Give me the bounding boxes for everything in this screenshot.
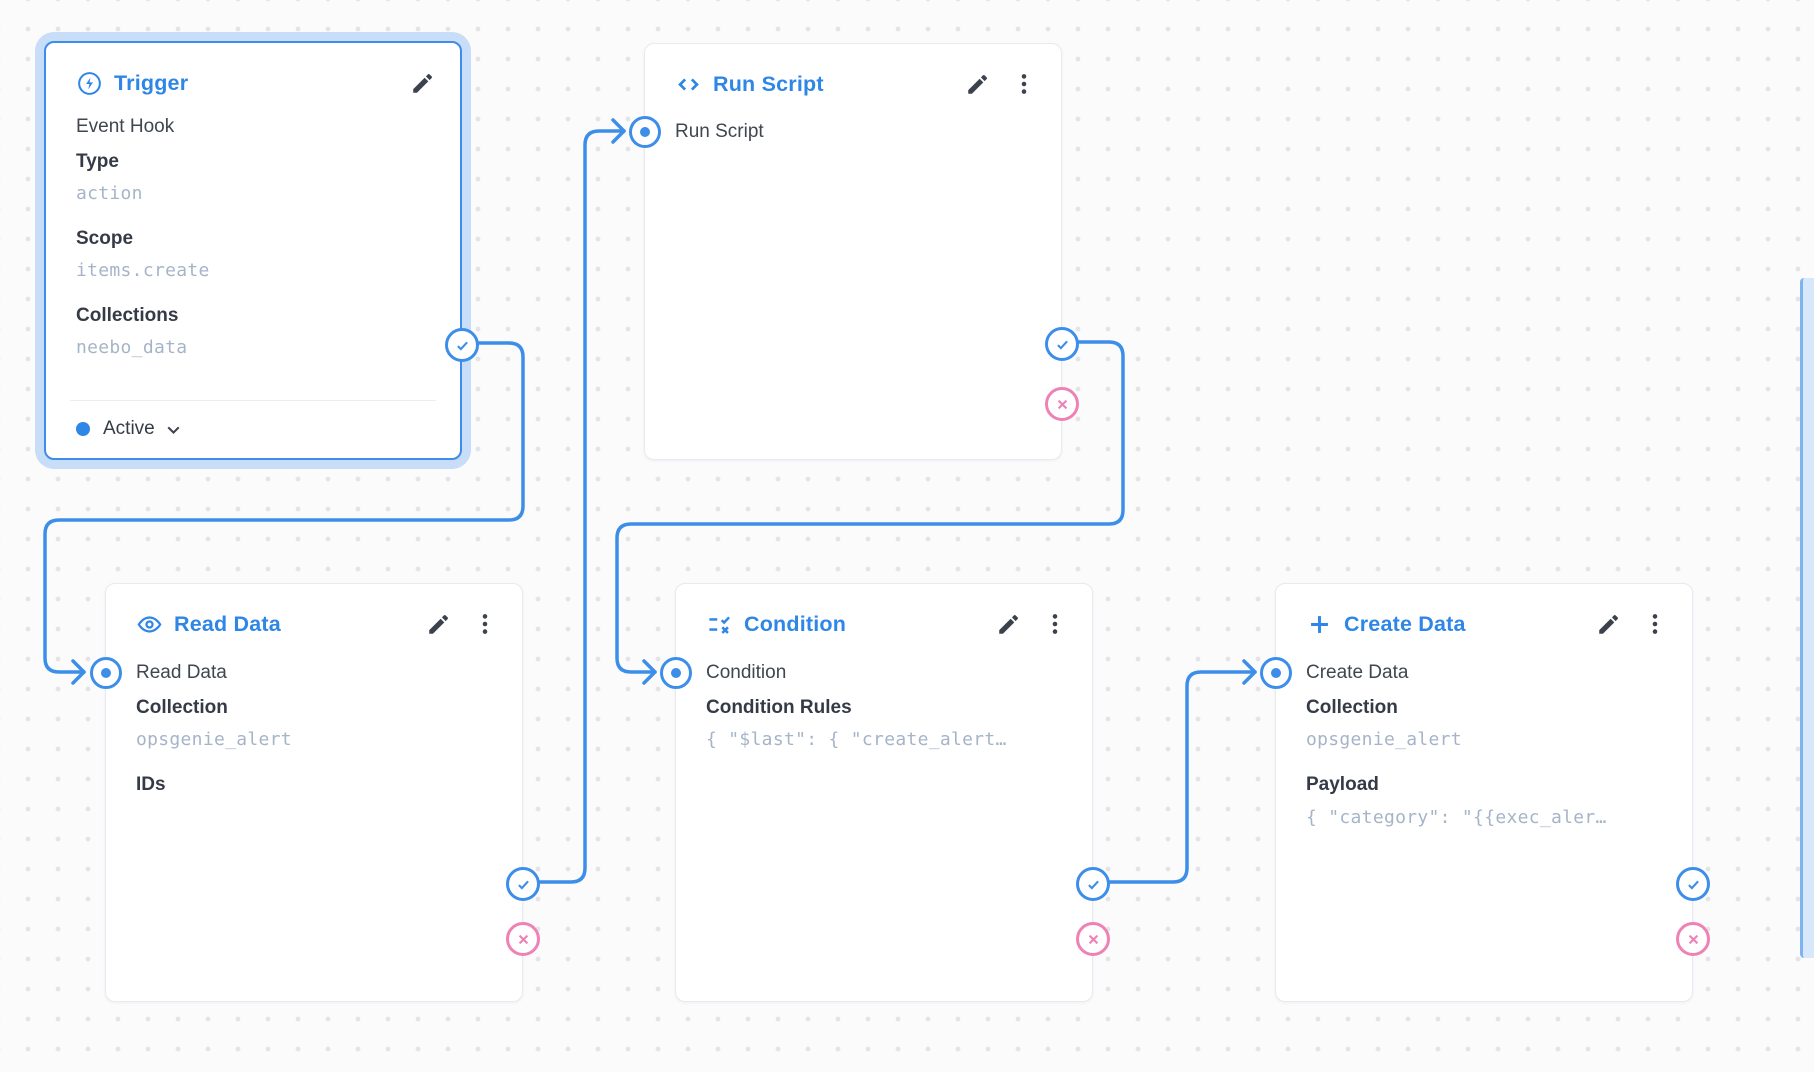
field-value: opsgenie_alert xyxy=(136,729,292,750)
plus-icon xyxy=(1306,611,1333,638)
edit-icon[interactable] xyxy=(410,70,436,96)
edit-icon[interactable] xyxy=(996,611,1022,637)
status-dot-icon xyxy=(76,422,90,436)
more-vertical-icon[interactable] xyxy=(1011,71,1037,97)
more-vertical-icon[interactable] xyxy=(1642,611,1668,637)
node-run-script-header: Run Script xyxy=(675,70,1037,98)
field-value: { "$last": { "create_alert… xyxy=(706,729,1007,750)
input-anchor[interactable] xyxy=(1260,657,1292,689)
node-run-script[interactable]: Run Script Run Script xyxy=(629,43,1079,460)
node-title: Read Data xyxy=(174,611,281,636)
node-title: Run Script xyxy=(713,71,824,96)
field-label: Type xyxy=(76,151,119,172)
arrowhead-icon xyxy=(71,659,86,685)
anchor-label: Read Data xyxy=(136,662,227,683)
field-label: IDs xyxy=(136,774,166,795)
field-label: Collection xyxy=(136,697,228,718)
status-dropdown[interactable]: Active xyxy=(76,410,184,448)
offscreen-node-edge xyxy=(1800,278,1814,958)
code-brackets-icon xyxy=(675,71,702,98)
eye-icon xyxy=(136,611,163,638)
node-create-data-header: Create Data xyxy=(1306,610,1668,638)
status-label: Active xyxy=(103,418,155,439)
chevron-down-icon xyxy=(163,419,184,440)
trigger-type: Event Hook xyxy=(76,116,175,137)
divider xyxy=(70,399,436,401)
resolve-port[interactable] xyxy=(445,328,479,362)
field-label: Condition Rules xyxy=(706,697,852,718)
more-vertical-icon[interactable] xyxy=(1042,611,1068,637)
field-value: items.create xyxy=(76,260,210,281)
edit-icon[interactable] xyxy=(1596,611,1622,637)
field-value: neebo_data xyxy=(76,337,188,358)
node-trigger-header: Trigger xyxy=(76,69,436,97)
bolt-circle-icon xyxy=(76,70,103,97)
field-label: Payload xyxy=(1306,774,1379,795)
anchor-label: Run Script xyxy=(675,121,764,142)
node-read-data-header: Read Data xyxy=(136,610,498,638)
arrowhead-icon xyxy=(1242,659,1257,685)
node-title: Create Data xyxy=(1344,611,1466,636)
input-anchor[interactable] xyxy=(660,657,692,689)
field-label: Collection xyxy=(1306,697,1398,718)
reject-port[interactable] xyxy=(506,922,540,956)
edit-icon[interactable] xyxy=(426,611,452,637)
resolve-port[interactable] xyxy=(1076,867,1110,901)
input-anchor[interactable] xyxy=(629,116,661,148)
reject-port[interactable] xyxy=(1676,922,1710,956)
node-read-data[interactable]: Read Data Read Data Collection opsgenie_… xyxy=(90,583,540,1002)
resolve-port[interactable] xyxy=(506,867,540,901)
arrowhead-icon xyxy=(611,118,626,144)
anchor-label: Condition xyxy=(706,662,787,683)
node-condition[interactable]: Condition Condition Condition Rules { "$… xyxy=(660,583,1110,1002)
connector-run-script-to-condition xyxy=(615,340,1125,685)
connector-condition-to-create-data xyxy=(1091,659,1257,884)
connector-trigger-to-read-data xyxy=(43,341,525,685)
rule-icon xyxy=(706,611,733,638)
resolve-port[interactable] xyxy=(1676,867,1710,901)
node-trigger[interactable]: Trigger Event Hook Type action Scope ite… xyxy=(44,41,479,460)
field-value: action xyxy=(76,183,143,204)
arrowhead-icon xyxy=(642,659,657,685)
more-vertical-icon[interactable] xyxy=(472,611,498,637)
field-value: { "category": "{{exec_aler… xyxy=(1306,807,1607,828)
field-label: Scope xyxy=(76,228,134,249)
resolve-port[interactable] xyxy=(1045,327,1079,361)
connector-read-data-to-run-script xyxy=(521,118,626,884)
field-value: opsgenie_alert xyxy=(1306,729,1462,750)
edit-icon[interactable] xyxy=(965,71,991,97)
field-label: Collections xyxy=(76,305,179,326)
reject-port[interactable] xyxy=(1045,387,1079,421)
reject-port[interactable] xyxy=(1076,922,1110,956)
node-condition-header: Condition xyxy=(706,610,1068,638)
anchor-label: Create Data xyxy=(1306,662,1409,683)
node-title: Condition xyxy=(744,611,847,636)
node-title: Trigger xyxy=(114,70,189,95)
node-create-data[interactable]: Create Data Create Data Collection opsge… xyxy=(1260,583,1710,1002)
input-anchor[interactable] xyxy=(90,657,122,689)
